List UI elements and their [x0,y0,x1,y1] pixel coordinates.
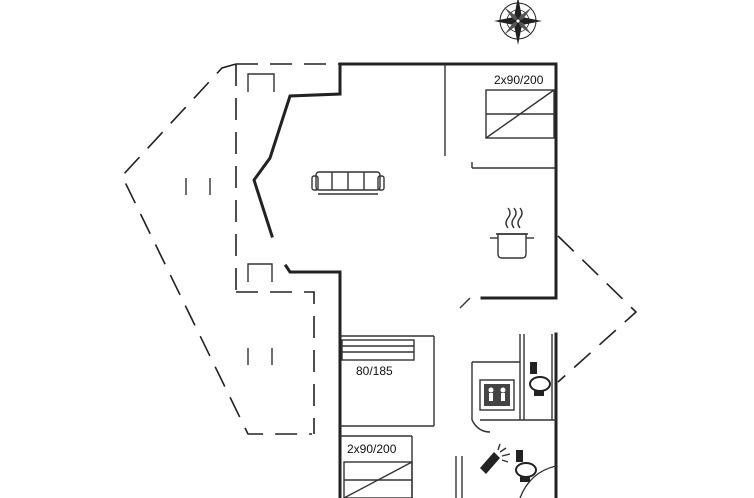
shower-icon [480,443,511,474]
interior-walls [340,64,557,498]
toilet-icon [529,362,551,396]
bed-double-top [485,89,555,139]
terrace-outline [121,63,638,435]
toilet-icon [515,450,537,482]
sofa-icon [311,171,385,195]
bed-size-label: 2x90/200 [494,73,544,87]
bed-single [341,339,415,361]
bed-double-bottom [343,461,413,498]
bed-size-label: 2x90/200 [347,442,397,456]
compass-rose-icon [494,0,542,45]
cooking-pot-icon [490,207,534,259]
bathroom-fixtures-icon [479,379,515,411]
exterior-walls [252,62,558,498]
bed-size-label: 80/185 [356,364,393,378]
